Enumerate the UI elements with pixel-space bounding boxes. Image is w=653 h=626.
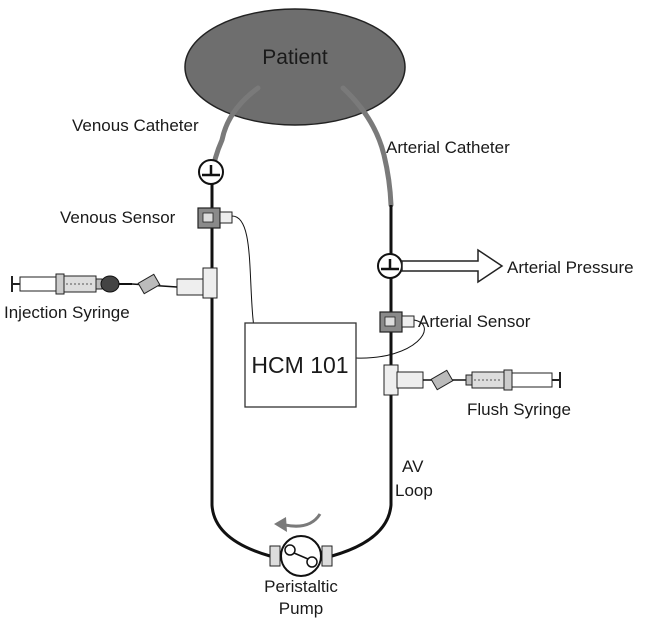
monitor-label: HCM 101: [251, 352, 348, 378]
arterial-catheter: [340, 85, 394, 208]
arterial-stopcock: [377, 253, 403, 279]
pump-label-line2: Pump: [279, 599, 323, 618]
flush-port: [383, 364, 424, 396]
venous-catheter-label: Venous Catheter: [72, 116, 199, 135]
arterial-sensor-label: Arterial Sensor: [418, 312, 531, 331]
venous-sensor-label: Venous Sensor: [60, 208, 176, 227]
venous-line: [210, 175, 271, 558]
injection-port: [176, 267, 218, 299]
arterial-catheter-label: Arterial Catheter: [386, 138, 510, 157]
patient: Patient: [184, 8, 406, 126]
arterial-pressure-label: Arterial Pressure: [507, 258, 634, 277]
av-loop-label-line1: AV: [402, 457, 424, 476]
flush-syringe-label: Flush Syringe: [467, 400, 571, 419]
hcm-101-monitor: HCM 101: [244, 322, 357, 408]
flush-syringe: [423, 369, 561, 391]
arterial-pressure-arrow: [401, 248, 504, 284]
patient-label: Patient: [262, 46, 328, 69]
pump-label-line1: Peristaltic: [264, 577, 338, 596]
arterial-line: [331, 205, 393, 558]
injection-syringe-label: Injection Syringe: [4, 303, 130, 322]
venous-sensor: [197, 207, 233, 229]
peristaltic-pump: [269, 535, 333, 577]
rotation-arrow-icon: [274, 513, 322, 532]
arterial-sensor: [379, 311, 415, 333]
venous-stopcock: [198, 159, 224, 185]
av-loop-label-line2: Loop: [395, 481, 433, 500]
injection-syringe: [11, 273, 178, 295]
arterial-sensor-cable: [355, 319, 425, 359]
